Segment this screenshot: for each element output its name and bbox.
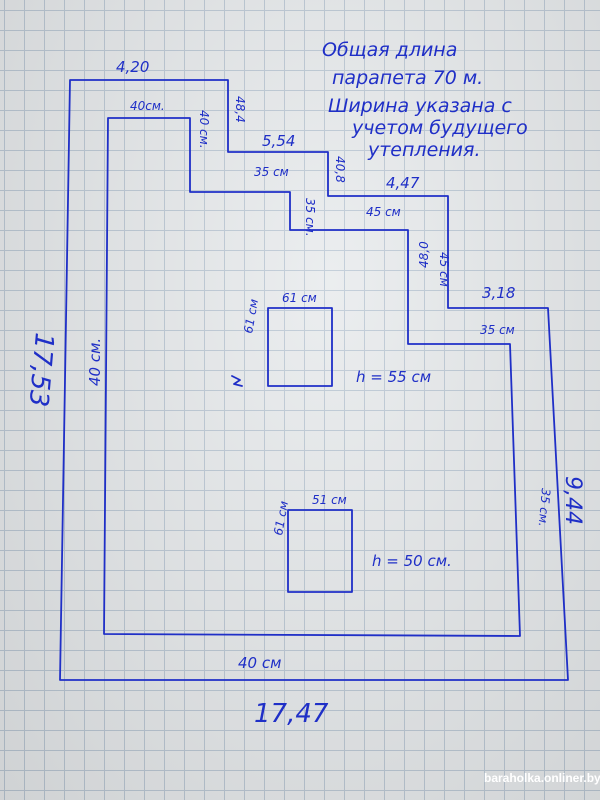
- dim-step1-length: 5,54: [262, 132, 295, 150]
- roof-opening-1: [267, 307, 333, 387]
- dim-bottom-width: 40 см: [238, 654, 281, 672]
- dim-step1-side2: 35 см.: [303, 198, 317, 237]
- dim-top-left-width: 40см.: [130, 99, 165, 113]
- note-line-5: утепления.: [367, 139, 481, 161]
- note-line-4: учетом будущего: [351, 117, 528, 139]
- note-line-1: Общая длина: [322, 39, 457, 61]
- dim-right-length: 9,44: [560, 476, 585, 525]
- ink-mark: [231, 375, 243, 387]
- dim-top-left-depth: 48,4: [233, 96, 247, 123]
- watermark: baraholka.onliner.by: [484, 771, 600, 785]
- dim-step1-side: 40 см.: [197, 110, 211, 149]
- dim-step2-side: 45 см: [437, 252, 451, 287]
- dim-step2-length: 4,47: [386, 174, 420, 192]
- note-block: Общая длина парапета 70 м. Ширина указан…: [322, 39, 528, 161]
- dim-step1-width: 35 см: [254, 165, 289, 179]
- dim-step2-depth: 48,0: [417, 241, 431, 268]
- outer-outline: [59, 79, 569, 681]
- note-line-2: парапета 70 м.: [332, 67, 483, 89]
- opening-1-width: 61 см: [282, 291, 317, 305]
- opening-1-side: 61 см: [241, 298, 261, 335]
- note-line-3: Ширина указана с: [328, 95, 512, 117]
- dim-step3-length: 3,18: [482, 284, 515, 302]
- inner-outline: [103, 117, 521, 637]
- opening-2-side: 61 см: [271, 500, 291, 537]
- dim-left-length: 17,53: [23, 331, 59, 408]
- opening-2-width: 51 см: [312, 493, 347, 507]
- roof-opening-2: [287, 509, 353, 593]
- opening-1-height: h = 55 см: [356, 368, 431, 386]
- dim-bottom-length: 17,47: [254, 699, 329, 729]
- dim-step2-width: 45 см: [366, 205, 401, 219]
- dim-top-left-length: 4,20: [116, 58, 149, 76]
- dim-left-width: 40 см.: [86, 338, 104, 386]
- opening-2-height: h = 50 см.: [372, 552, 452, 570]
- dim-right-width: 35 см.: [536, 488, 553, 528]
- dim-step1-depth: 40,8: [333, 156, 347, 183]
- dim-step3-width: 35 см: [480, 323, 515, 337]
